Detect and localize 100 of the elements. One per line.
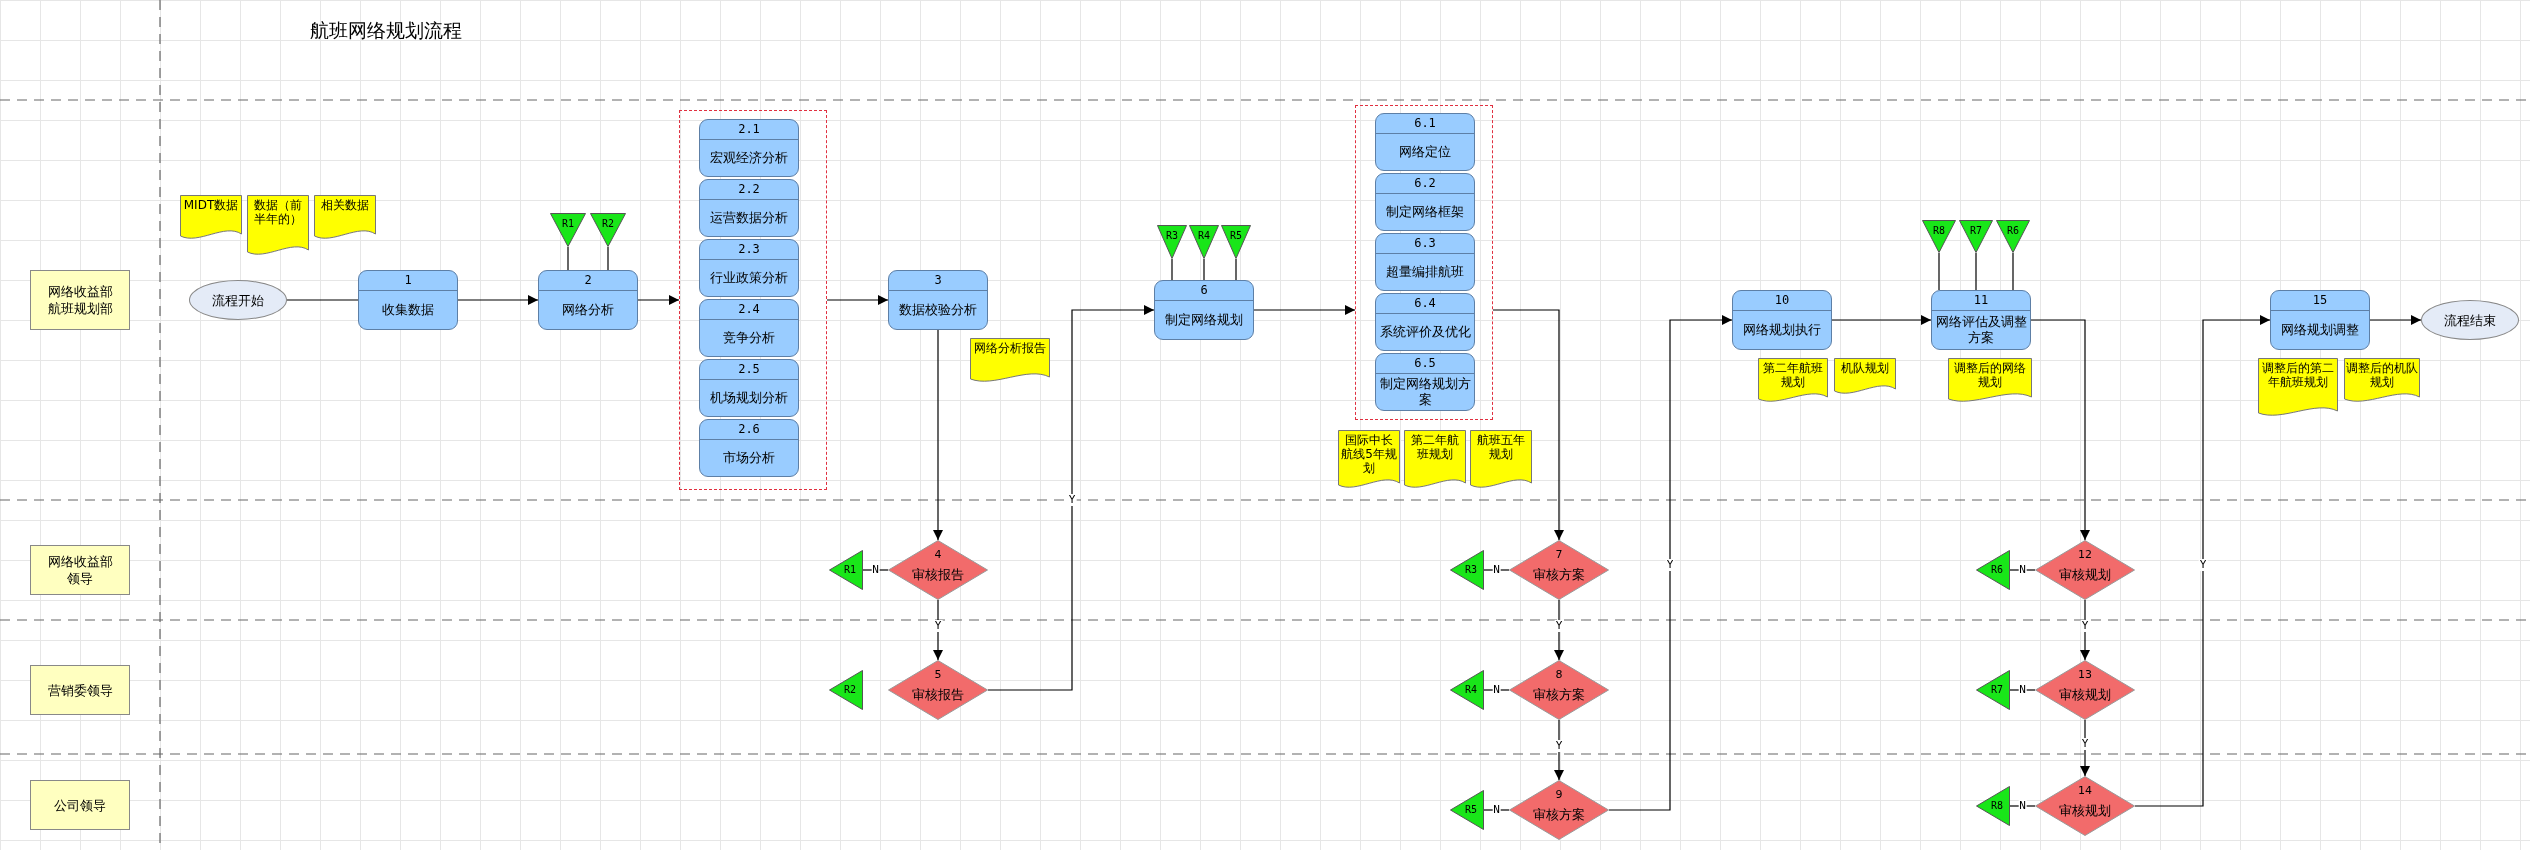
step-label: 网络规划调整 bbox=[2280, 322, 2360, 338]
reference-triangle bbox=[1189, 225, 1219, 259]
step-label: 宏观经济分析 bbox=[709, 150, 789, 166]
reference-triangle bbox=[1959, 220, 1993, 253]
step-number: 15 bbox=[2271, 291, 2369, 311]
process-box bbox=[1732, 290, 1832, 350]
arrow bbox=[1608, 315, 1733, 811]
arrow bbox=[1831, 315, 1932, 325]
step-number: 6.2 bbox=[1376, 174, 1474, 194]
document-label: 调整后的第二年航班规划 bbox=[2261, 361, 2335, 389]
reference-triangle bbox=[1976, 550, 2010, 590]
step-label: 收集数据 bbox=[381, 302, 435, 318]
decision-diamond bbox=[1509, 660, 1609, 720]
arrow bbox=[2134, 315, 2271, 807]
process-box bbox=[2270, 290, 2370, 350]
edge-label: Y bbox=[933, 620, 943, 632]
step-number: 4 bbox=[933, 548, 943, 561]
step-label: 网络定位 bbox=[1398, 144, 1452, 160]
document-label: MIDT数据 bbox=[182, 198, 240, 212]
reference-label: R2 bbox=[600, 217, 615, 230]
reference-triangle bbox=[1450, 790, 1484, 830]
step-label: 机场规划分析 bbox=[709, 390, 789, 406]
reference-label: R2 bbox=[842, 683, 857, 696]
process-box bbox=[699, 359, 799, 417]
step-number: 6.1 bbox=[1376, 114, 1474, 134]
process-box bbox=[1931, 290, 2031, 350]
connector-line bbox=[1975, 252, 1977, 291]
edge-label: Y bbox=[2198, 559, 2208, 571]
reference-triangle bbox=[1976, 670, 2010, 710]
arrow bbox=[1253, 305, 1356, 315]
edge-label: Y bbox=[1067, 494, 1077, 506]
process-box bbox=[699, 179, 799, 237]
reference-label: R4 bbox=[1463, 683, 1478, 696]
edge-label: Y bbox=[1554, 620, 1564, 632]
process-box bbox=[888, 270, 988, 330]
process-box bbox=[699, 119, 799, 177]
step-number: 1 bbox=[359, 271, 457, 291]
document-label: 第二年航班规划 bbox=[1410, 433, 1460, 461]
document-label: 机队规划 bbox=[1840, 361, 1890, 375]
edge-label: N bbox=[2018, 684, 2027, 696]
step-label: 超量编排航班 bbox=[1385, 264, 1465, 280]
connector-line bbox=[1235, 258, 1237, 281]
dashed-group-box bbox=[679, 110, 827, 490]
terminator-ellipse: 流程结束 bbox=[2421, 300, 2519, 340]
edge-label: N bbox=[1492, 564, 1501, 576]
reference-label: R5 bbox=[1463, 803, 1478, 816]
reference-triangle bbox=[1450, 670, 1484, 710]
reference-triangle bbox=[1157, 225, 1187, 259]
decision-diamond bbox=[1509, 540, 1609, 600]
step-label: 审核方案 bbox=[1532, 807, 1586, 823]
step-label: 审核规划 bbox=[2058, 567, 2112, 583]
step-number: 13 bbox=[2077, 668, 2093, 681]
document-label: 相关数据 bbox=[320, 198, 370, 212]
edge-label: N bbox=[2018, 800, 2027, 812]
step-number: 9 bbox=[1554, 788, 1564, 801]
terminator-ellipse: 流程开始 bbox=[189, 280, 287, 320]
connector-line bbox=[567, 246, 569, 271]
edge-label: N bbox=[1492, 804, 1501, 816]
reference-label: R1 bbox=[842, 563, 857, 576]
step-label: 网络分析 bbox=[561, 302, 615, 318]
edge-label: N bbox=[2018, 564, 2027, 576]
step-label: 制定网络框架 bbox=[1385, 204, 1465, 220]
process-box bbox=[1375, 353, 1475, 411]
step-label: 制定网络规划方案 bbox=[1378, 376, 1472, 408]
reference-triangle bbox=[1450, 550, 1484, 590]
document-label: 国际中长航线5年规划 bbox=[1340, 433, 1398, 475]
reference-label: R8 bbox=[1931, 224, 1946, 237]
step-label: 网络评估及调整方案 bbox=[1934, 314, 2028, 346]
step-number: 14 bbox=[2077, 784, 2093, 797]
connector-line bbox=[2012, 252, 2014, 291]
lane-header: 网络收益部航班规划部 bbox=[30, 270, 130, 330]
lane-header: 公司领导 bbox=[30, 780, 130, 830]
reference-label: R3 bbox=[1463, 563, 1478, 576]
document-label: 调整后的网络规划 bbox=[1953, 361, 2027, 389]
step-number: 10 bbox=[1733, 291, 1831, 311]
step-number: 2.2 bbox=[700, 180, 798, 200]
step-label: 审核方案 bbox=[1532, 687, 1586, 703]
reference-label: R6 bbox=[1989, 563, 2004, 576]
step-number: 6.5 bbox=[1376, 354, 1474, 374]
arrow bbox=[1492, 309, 1564, 541]
dashed-group-box bbox=[1355, 105, 1493, 420]
edge-label: Y bbox=[2080, 738, 2090, 750]
decision-diamond bbox=[888, 540, 988, 600]
decision-diamond bbox=[2035, 776, 2135, 836]
reference-triangle bbox=[550, 213, 586, 247]
step-label: 审核方案 bbox=[1532, 567, 1586, 583]
edge-label: N bbox=[871, 564, 880, 576]
process-box bbox=[699, 299, 799, 357]
step-number: 2 bbox=[539, 271, 637, 291]
edge-label: Y bbox=[2080, 620, 2090, 632]
process-box bbox=[1375, 293, 1475, 351]
step-number: 12 bbox=[2077, 548, 2093, 561]
arrow bbox=[933, 329, 943, 541]
decision-diamond bbox=[2035, 540, 2135, 600]
step-label: 市场分析 bbox=[722, 450, 776, 466]
step-label: 审核规划 bbox=[2058, 803, 2112, 819]
step-label: 审核报告 bbox=[911, 687, 965, 703]
step-label: 审核报告 bbox=[911, 567, 965, 583]
decision-diamond bbox=[1509, 780, 1609, 840]
step-number: 6.3 bbox=[1376, 234, 1474, 254]
